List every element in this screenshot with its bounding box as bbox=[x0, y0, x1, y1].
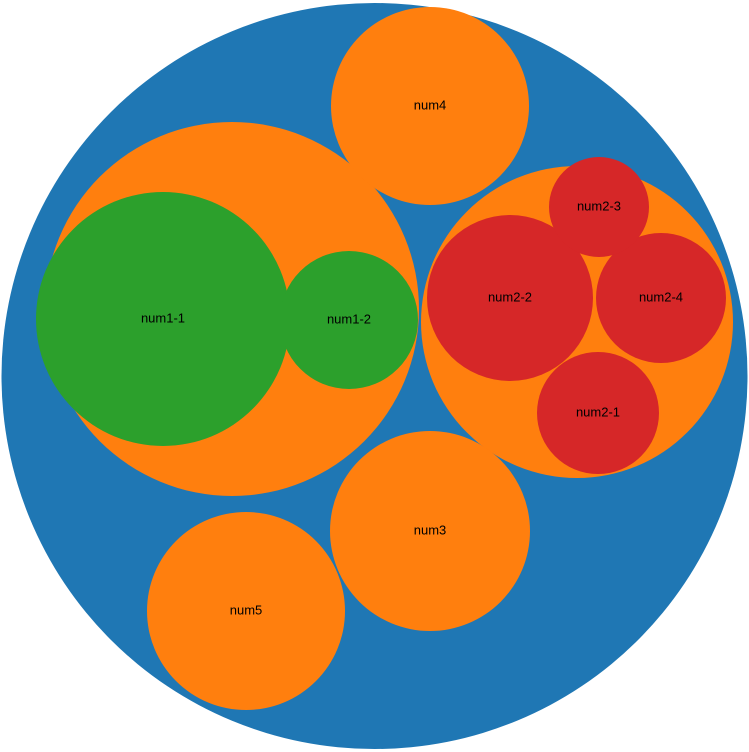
circle-label-num3: num3 bbox=[414, 522, 447, 537]
circle-num2-2 bbox=[427, 215, 593, 381]
circle-label-num4: num4 bbox=[414, 97, 447, 112]
circle-num2-1 bbox=[537, 352, 659, 474]
circle-label-num1-2: num1-2 bbox=[327, 311, 371, 326]
circle-label-num2-3: num2-3 bbox=[577, 198, 621, 213]
circle-num2-4 bbox=[596, 233, 726, 363]
circle-label-num5: num5 bbox=[230, 602, 263, 617]
circle-label-num1-1: num1-1 bbox=[141, 310, 185, 325]
circle-num1-1 bbox=[36, 192, 290, 446]
circle-num5 bbox=[147, 512, 345, 710]
circle-num2-3 bbox=[549, 157, 649, 257]
circle-label-num2-2: num2-2 bbox=[488, 289, 532, 304]
circle-num4 bbox=[331, 7, 529, 205]
circle-num3 bbox=[330, 431, 530, 631]
circle-label-num2-1: num2-1 bbox=[576, 404, 620, 419]
circle-label-num2-4: num2-4 bbox=[639, 289, 683, 304]
circle-num1-2 bbox=[280, 251, 418, 389]
